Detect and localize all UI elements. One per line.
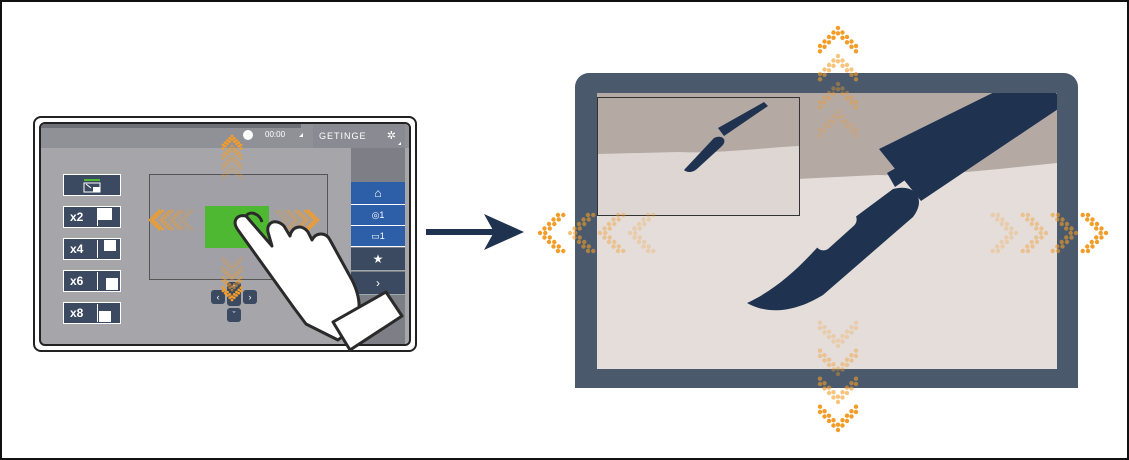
monitor-pan-arrows [538,26,1108,432]
